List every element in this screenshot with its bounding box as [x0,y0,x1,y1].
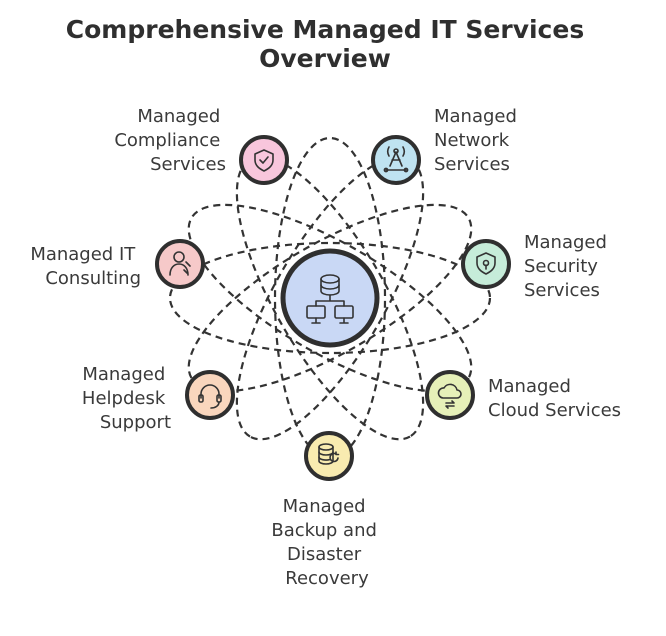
orbit-ring [187,203,473,393]
cloud-sync-icon [437,383,462,409]
security-node [461,239,511,289]
service-helpdesk: Managed Helpdesk Support [82,364,235,433]
compliance-label: Managed Compliance Services [114,106,226,175]
service-backup: Managed Backup and Disaster Recovery [271,431,382,589]
consultant-icon [169,251,191,276]
service-network: Managed Network Services [371,106,523,185]
diagram-title-line-2: Overview [259,44,391,73]
consulting-label: Managed IT Consulting [30,244,141,289]
service-cloud: Managed Cloud Services [425,370,621,421]
helpdesk-label: Managed Helpdesk Support [82,364,171,433]
cloud-node [425,370,475,420]
cloud-label: Managed Cloud Services [488,376,621,421]
network-label: Managed Network Services [434,106,523,175]
database-network-icon [306,274,354,324]
service-security: Managed Security Services [461,232,613,301]
compliance-node [239,135,289,185]
security-label: Managed Security Services [524,232,613,301]
shield-check-icon [254,149,274,172]
backup-label: Managed Backup and Disaster Recovery [271,496,382,589]
database-backup-icon [318,443,340,465]
service-consulting: Managed IT Consulting [30,239,205,289]
helpdesk-node [185,370,235,420]
orbit-ring [187,203,473,393]
orbit-ring [235,155,425,441]
diagram-title-line-1: Comprehensive Managed IT Services [66,15,584,44]
network-tower-icon [383,146,409,173]
headset-icon [198,384,222,409]
service-compliance: Managed Compliance Services [114,106,289,185]
backup-node [304,431,354,481]
center-hub [280,248,380,348]
orbit-ring [168,241,492,355]
security-shield-icon [476,252,496,275]
